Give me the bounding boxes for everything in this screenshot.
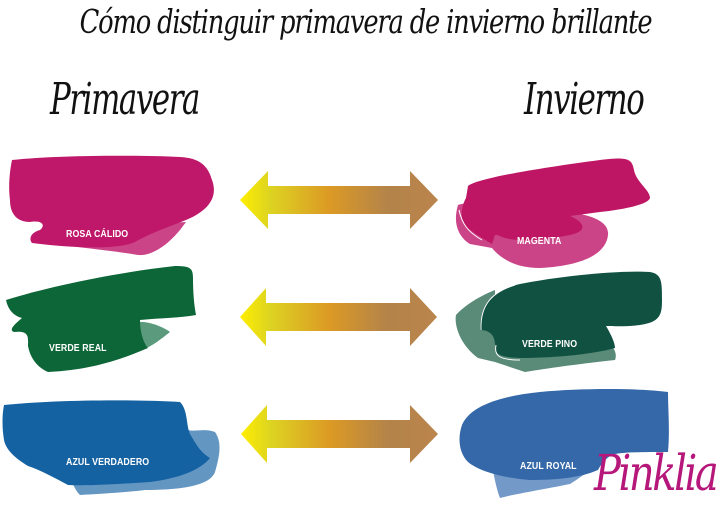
page-title: Cómo distinguir primavera de invierno br… <box>79 2 653 41</box>
double-arrow-icon <box>240 171 438 229</box>
double-arrow-icon <box>240 288 437 346</box>
swatch-highlight <box>458 209 483 241</box>
swatch-highlight <box>480 284 521 361</box>
swatch-shape <box>461 158 650 244</box>
arrow-row-3 <box>241 405 438 463</box>
swatch-label-azul-verdadero: AZUL VERDADERO <box>66 457 150 468</box>
swatch-shape <box>2 400 210 486</box>
swatch-shape <box>9 155 214 248</box>
swatch-label-rosa-calido: ROSA CÁLIDO <box>66 229 129 240</box>
swatch-shape <box>480 271 662 358</box>
arrow-row-1 <box>240 171 438 229</box>
swatch-verde-pino <box>455 271 662 372</box>
swatch-label-magenta: MAGENTA <box>517 236 562 247</box>
brand-logo: Pinklia <box>594 444 719 502</box>
swatch-label-azul-royal: AZUL ROYAL <box>520 461 577 472</box>
swatch-magenta <box>455 158 650 268</box>
column-heading-primavera: Primavera <box>50 74 200 125</box>
swatch-shadow <box>138 321 170 348</box>
column-heading-invierno: Invierno <box>524 74 645 125</box>
swatch-azul-royal <box>459 389 669 498</box>
double-arrow-icon <box>241 405 438 463</box>
swatch-label-verde-real: VERDE REAL <box>49 343 107 354</box>
swatch-azul-verdadero <box>2 400 220 495</box>
swatch-verde-real <box>6 266 196 372</box>
arrow-row-2 <box>240 288 437 346</box>
swatch-shape <box>6 266 196 372</box>
swatch-label-verde-pino: VERDE PINO <box>522 339 578 350</box>
swatch-rosa-calido <box>9 155 214 256</box>
swatch-shape <box>459 389 669 480</box>
